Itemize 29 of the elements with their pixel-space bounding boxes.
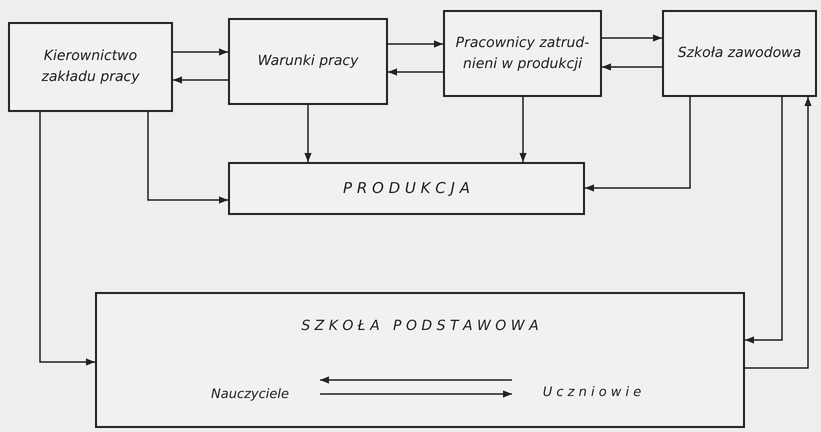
- box-label: P R O D U K C J A: [343, 178, 470, 200]
- arrow: [602, 63, 662, 71]
- arrow: [320, 390, 512, 398]
- arrow: [585, 97, 691, 192]
- arrow: [388, 68, 443, 76]
- arrow: [39, 112, 95, 366]
- process-box: [443, 10, 602, 97]
- arrow: [320, 376, 512, 384]
- process-box: [228, 18, 388, 105]
- process-box: [662, 10, 817, 97]
- label-text: Nauczyciele: [180, 382, 320, 408]
- arrow: [147, 112, 228, 204]
- box-label: Pracownicy zatrud- nieni w produkcji: [454, 34, 590, 74]
- arrow: [602, 34, 662, 42]
- box-label: S Z K O Ł A P O D S T A W O W A: [301, 317, 539, 336]
- box-label: Warunki pracy: [258, 52, 358, 71]
- arrow: [519, 97, 527, 162]
- arrow: [388, 40, 443, 48]
- arrow: [173, 76, 228, 84]
- process-box: [8, 22, 173, 112]
- box-label: Szkoła zawodowa: [678, 44, 802, 63]
- process-box: [95, 292, 745, 428]
- arrow: [745, 97, 783, 344]
- arrow: [745, 97, 812, 369]
- label-text: U c z n i o w i e: [512, 380, 672, 406]
- box-label: Kierownictwo zakładu pracy: [40, 47, 141, 87]
- process-box: [228, 162, 585, 215]
- arrow: [304, 105, 312, 162]
- arrow: [173, 48, 228, 56]
